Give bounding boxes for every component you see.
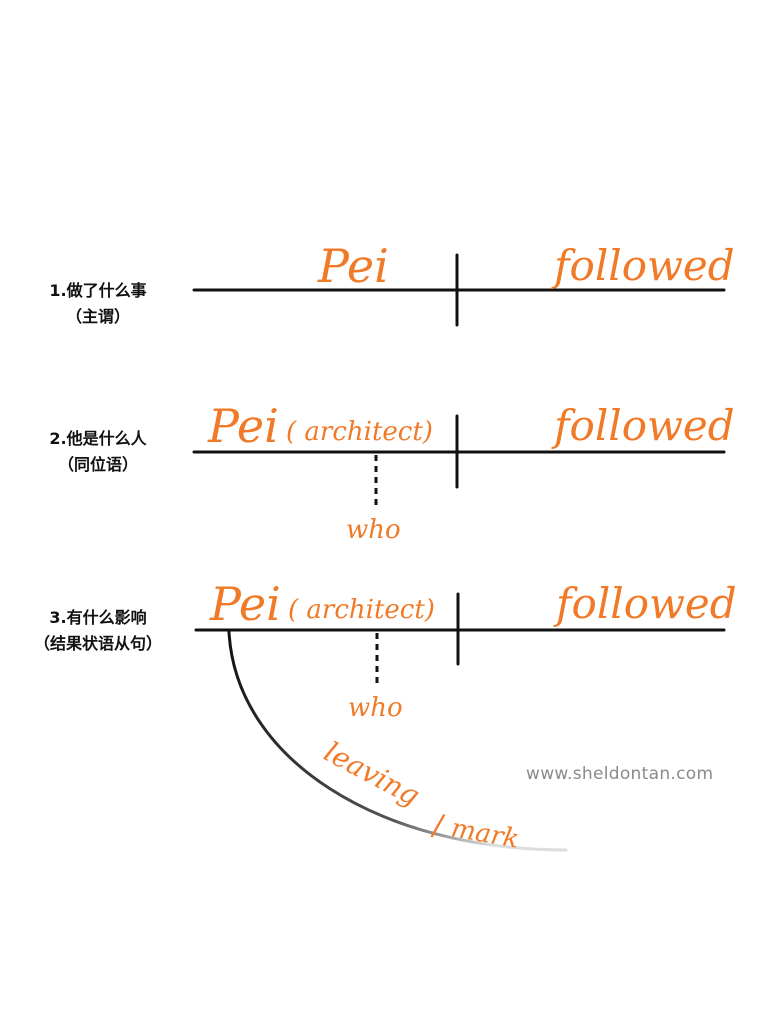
row3-subject: Pei	[209, 577, 281, 631]
row3-verb: followed	[553, 579, 737, 628]
row3-diagram: Pei ( architect) followed who leaving / …	[194, 577, 737, 855]
row3-label-line2: （结果状语从句）	[33, 634, 162, 653]
row1-diagram: Pei followed	[192, 239, 735, 327]
row2-appositive: ( architect)	[286, 417, 433, 447]
row1-verb: followed	[551, 241, 735, 290]
row2-verb: followed	[551, 401, 735, 450]
row3-appositive: ( architect)	[288, 595, 435, 625]
row1-label-line1: 1.做了什么事	[49, 281, 147, 300]
row2-label-line2: （同位语）	[57, 455, 138, 474]
row1-label: 1.做了什么事 （主谓）	[18, 278, 178, 330]
row2-subject: Pei	[207, 399, 279, 453]
row3-label-line1: 3.有什么影响	[49, 608, 147, 627]
row2-modifier: who	[346, 515, 401, 545]
row2-label-line1: 2.他是什么人	[49, 429, 147, 448]
row2-label: 2.他是什么人 （同位语）	[18, 426, 178, 478]
row3-branch-separator: /	[429, 808, 447, 845]
row3-modifier: who	[348, 693, 403, 723]
row3-label: 3.有什么影响 （结果状语从句）	[8, 605, 188, 657]
row1-label-line2: （主谓）	[65, 307, 130, 326]
row3-branch-word1: leaving	[319, 735, 425, 812]
row2-diagram: Pei ( architect) followed who	[192, 399, 735, 545]
row3-branch-curve	[227, 630, 568, 852]
row3-branch-word2: mark	[449, 813, 522, 854]
watermark: www.sheldontan.com	[526, 764, 714, 784]
row1-subject: Pei	[317, 239, 389, 293]
